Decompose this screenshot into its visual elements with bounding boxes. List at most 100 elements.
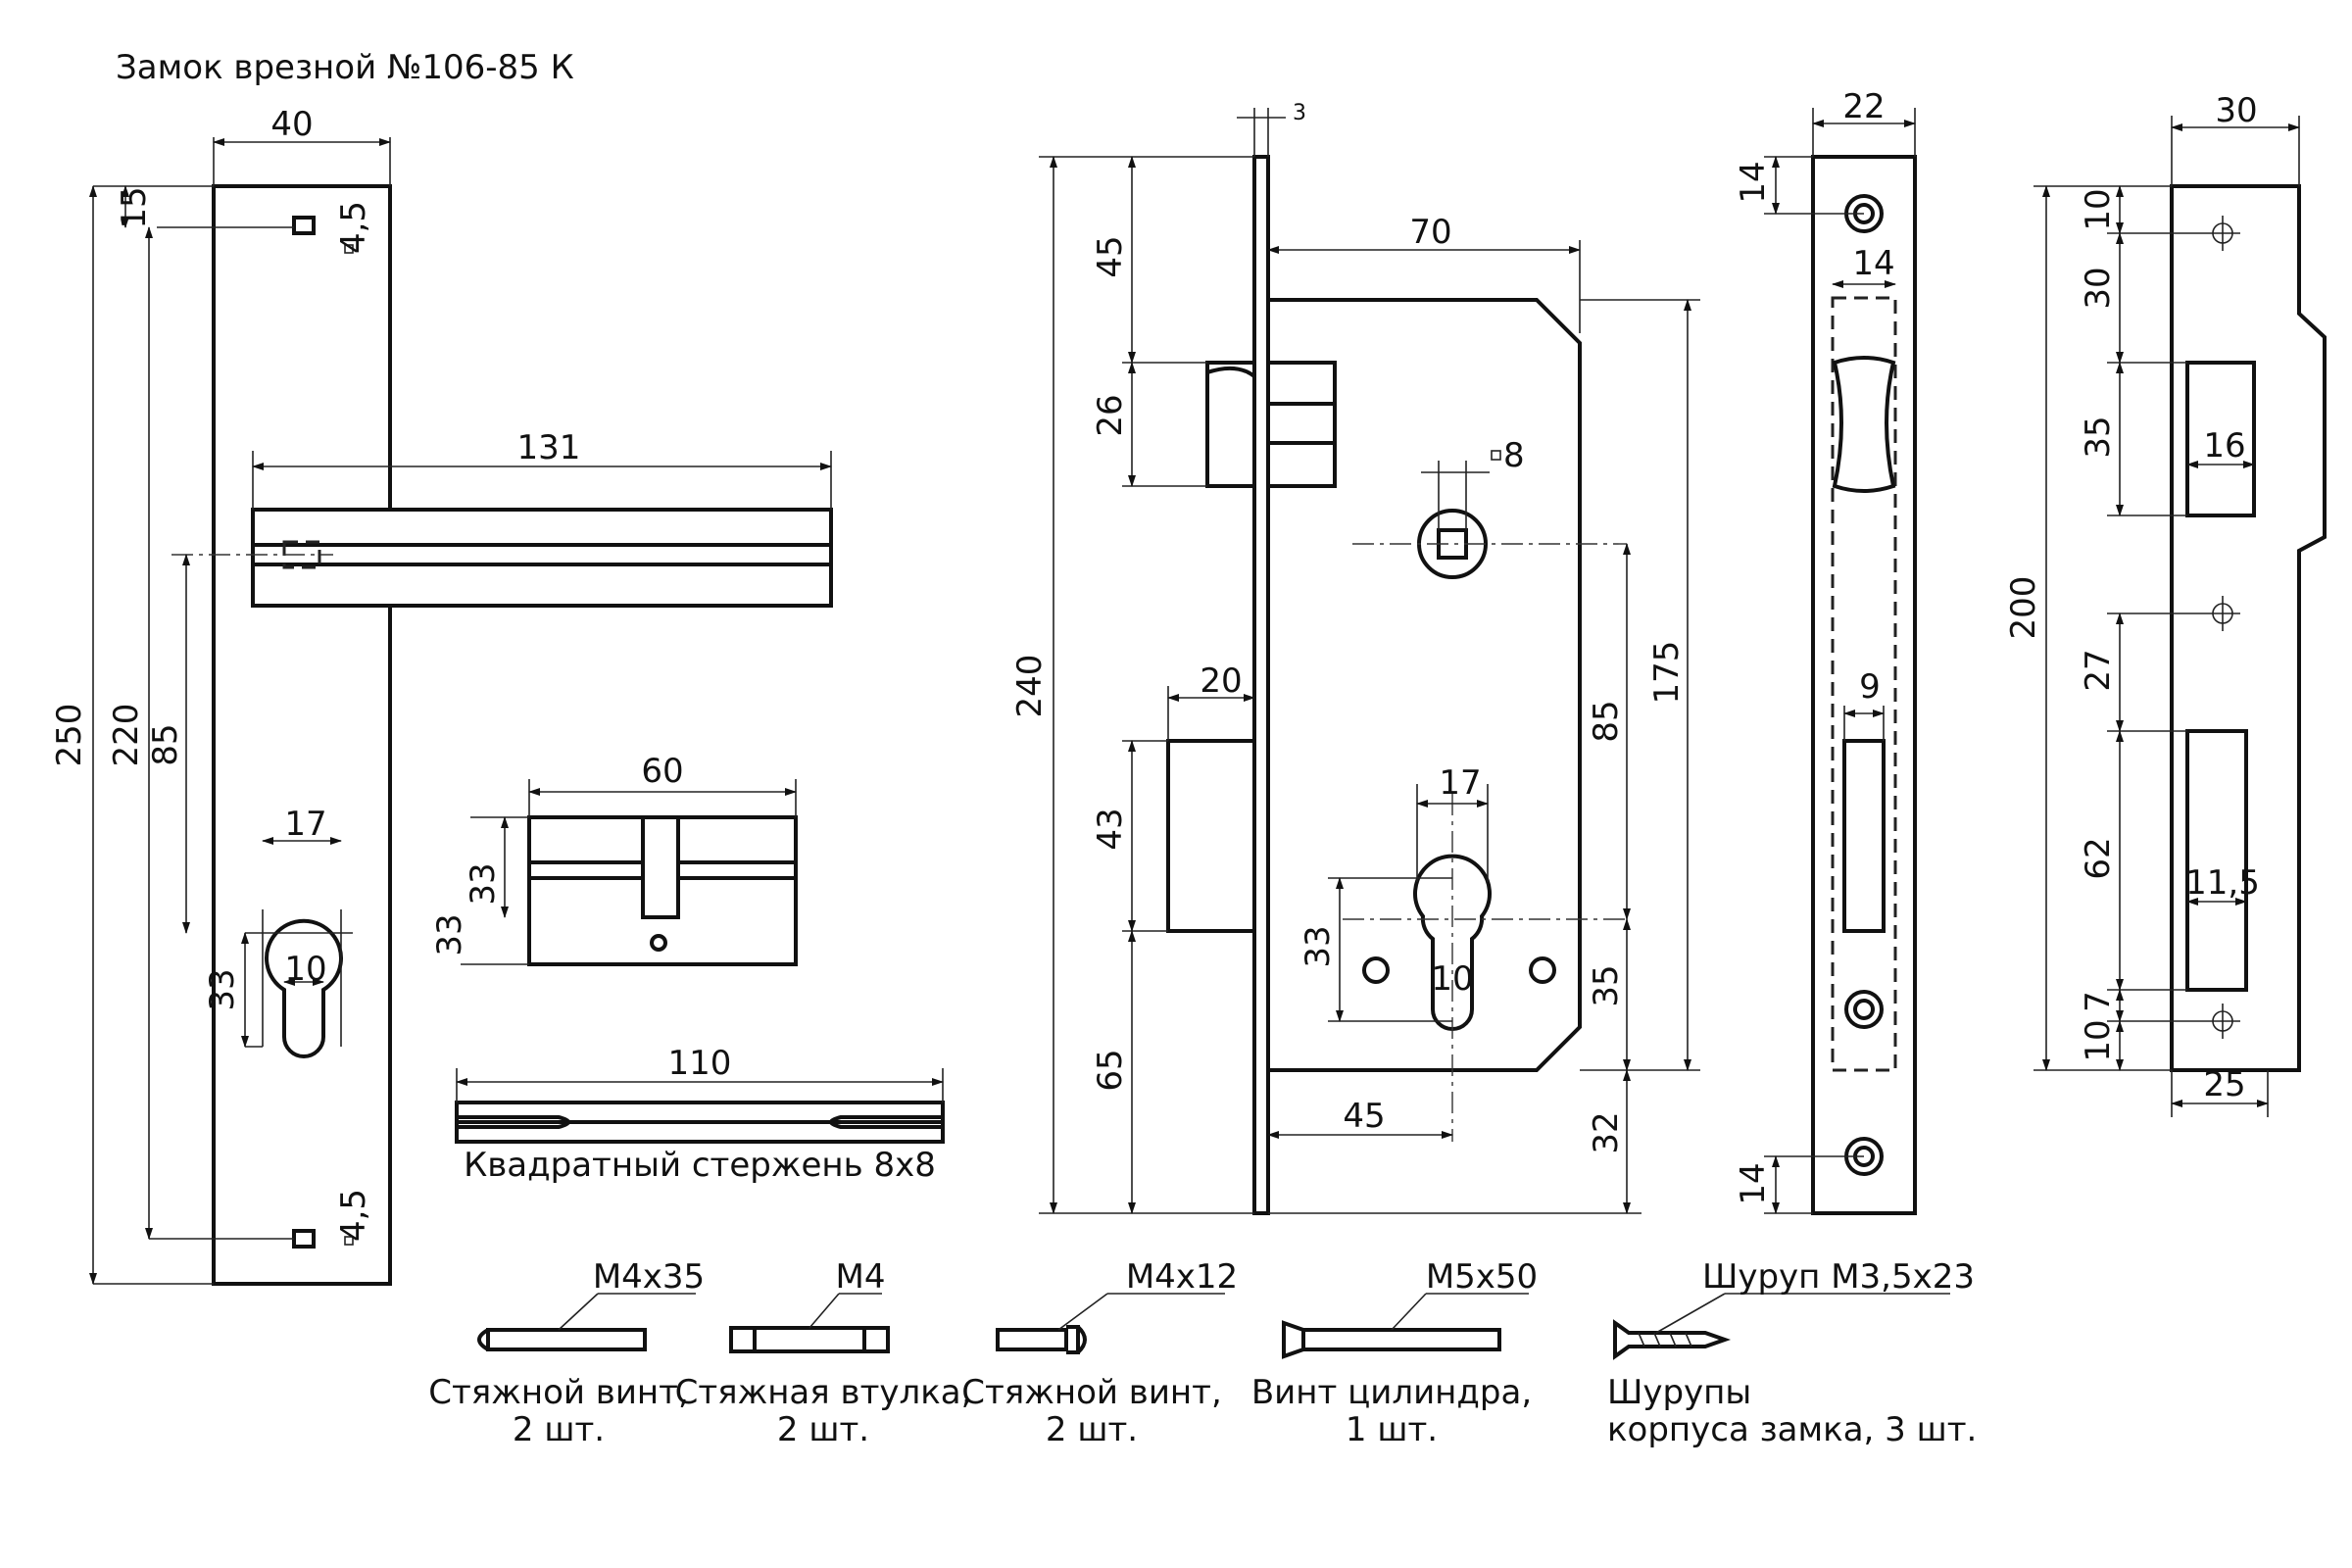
- faceplate-latch-opening: [1832, 356, 1896, 493]
- dim-strike-bottom-width: 25: [2203, 1065, 2245, 1104]
- dim-strike-latch-width: 16: [2203, 426, 2245, 466]
- dim-faceplate-width: 22: [1842, 87, 1885, 126]
- dim-strike-overall-height: 200: [2004, 576, 2043, 640]
- hardware-spec-m4x35: M4x35: [593, 1257, 705, 1297]
- hardware-row: M4x35 Стяжной винт, 2 шт. M4 Стяжная вту…: [428, 1257, 1977, 1449]
- hardware-caption-m4x12-2: 2 шт.: [1046, 1410, 1138, 1449]
- dim-strike-width: 30: [2215, 91, 2257, 130]
- dim-strike-bolt-width: 11,5: [2185, 863, 2260, 903]
- handle-view: 40 15 250 220 85 131 17 33 10 4,5 4,5: [50, 105, 833, 1286]
- strike-bolt-opening: [2185, 729, 2248, 992]
- dim-body-to-plate-bottom: 32: [1587, 1111, 1626, 1153]
- latch-bolt: [1205, 361, 1256, 488]
- hardware-spec-wood-screw: Шуруп М3,5х23: [1702, 1257, 1975, 1297]
- hardware-caption-m4-2: 2 шт.: [777, 1410, 869, 1449]
- dim-strike-top-offset: 10: [2079, 188, 2118, 230]
- dim-body-height: 175: [1647, 641, 1687, 705]
- escutcheon-plate: [212, 184, 392, 1286]
- spindle-caption: Квадратный стержень 8х8: [464, 1146, 936, 1185]
- faceplate-hidden-case: [1831, 296, 1897, 1072]
- faceplate-lower-screw: [1853, 999, 1875, 1020]
- dim-strike-upper-gap: 30: [2079, 267, 2118, 309]
- cylinder-cam: [641, 815, 680, 919]
- dim-faceplate-thickness: 3: [1293, 101, 1306, 125]
- bottom-screw-marker: [344, 1236, 354, 1246]
- dim-cyl-to-bottom: 35: [1587, 964, 1626, 1006]
- lock-cylinder-cutout: [1413, 854, 1492, 1031]
- dim-center-distance: 85: [1587, 700, 1626, 742]
- dim-cyl-slot: 10: [284, 950, 326, 989]
- hardware-item-m4: M4 Стяжная втулка, 2 шт.: [675, 1257, 972, 1449]
- hardware-item-m5x50: M5x50 Винт цилиндра, 1 шт.: [1251, 1257, 1538, 1449]
- cylinder-view: 60 33 33: [430, 752, 798, 966]
- hardware-caption-m4x35-1: Стяжной винт,: [428, 1373, 689, 1412]
- hardware-caption-wood-screw-2: корпуса замка, 3 шт.: [1607, 1410, 1977, 1449]
- dim-faceplate-inner-width: 14: [1852, 244, 1894, 283]
- dim-bolt-projection: 20: [1200, 662, 1242, 701]
- dim-strike-lower-a: 10: [2079, 1019, 2118, 1061]
- dim-strike-bolt-height: 62: [2079, 837, 2118, 879]
- dim-cylinder-height-a: 33: [464, 862, 503, 905]
- latch-guide: [1266, 361, 1337, 488]
- bottom-screw-hole: [292, 1229, 316, 1249]
- dead-bolt: [1166, 739, 1256, 933]
- strike-latch-opening: [2185, 361, 2256, 517]
- drawing-title: Замок врезной №106-85 К: [116, 48, 574, 87]
- dim-lever-length: 131: [517, 428, 581, 467]
- strike-screw-middle: [2205, 596, 2240, 631]
- hardware-spec-m4: M4: [836, 1257, 886, 1297]
- faceplate-front: [1811, 155, 1917, 1215]
- dim-strike-mid-gap: 27: [2079, 649, 2118, 691]
- dim-hole-square-bottom: 4,5: [334, 1189, 373, 1242]
- dim-spindle-length: 110: [668, 1044, 732, 1083]
- strike-screw-top: [2205, 216, 2240, 251]
- dim-cyl-offset-width: 17: [1439, 763, 1481, 803]
- hardware-caption-m4x35-2: 2 шт.: [513, 1410, 605, 1449]
- strike-plate-view: 30 10 30 35 27 62 7 10 200 16 11,5: [2004, 91, 2327, 1117]
- lock-screw-hole-left: [1362, 956, 1390, 984]
- square-symbol: [1491, 450, 1501, 461]
- dim-cylinder-height-b: 33: [430, 913, 469, 956]
- lock-faceplate: [1252, 155, 1270, 1215]
- spindle-view: 110 Квадратный стержень 8х8: [455, 1044, 945, 1185]
- dim-lock-screw-spacing: 33: [1298, 925, 1338, 967]
- dim-latch-offset: 45: [1091, 235, 1130, 277]
- top-screw-marker: [344, 244, 354, 254]
- dim-bolt-height: 43: [1091, 808, 1130, 850]
- dim-faceplate-bolt-width: 9: [1859, 667, 1881, 707]
- hardware-caption-m4-1: Стяжная втулка,: [675, 1373, 972, 1412]
- dim-latch-height: 26: [1091, 394, 1130, 436]
- strike-plate: [2170, 184, 2327, 1072]
- dim-hole-square-top: 4,5: [334, 201, 373, 254]
- dim-faceplate-bottom-offset: 14: [1734, 1162, 1773, 1204]
- lock-screw-hole-right: [1529, 956, 1556, 984]
- hardware-spec-m5x50: M5x50: [1426, 1257, 1538, 1297]
- hardware-item-wood-screw: Шуруп М3,5х23 Шурупы корпуса замка, 3 шт…: [1607, 1257, 1977, 1449]
- dim-overall-height: 250: [50, 704, 89, 767]
- faceplate-bolt-opening: [1842, 739, 1886, 933]
- dim-lock-backset: 45: [1343, 1097, 1385, 1136]
- lock-body-view: 3 70 45 26 240 20 43 65 8: [1010, 101, 1700, 1215]
- hardware-caption-m4x12-1: Стяжной винт,: [961, 1373, 1222, 1412]
- dim-strike-latch-height: 35: [2079, 416, 2118, 458]
- dim-spindle-square: 8: [1503, 436, 1525, 475]
- top-screw-hole: [292, 216, 316, 235]
- dim-plate-width: 40: [270, 105, 313, 144]
- lock-case: [1268, 298, 1582, 1072]
- dim-backset: 85: [146, 723, 185, 765]
- dim-bottom-offset: 65: [1091, 1049, 1130, 1091]
- cylinder-keyhole: [265, 918, 343, 1058]
- dim-cylinder-length: 60: [641, 752, 683, 791]
- dim-faceplate-height: 240: [1010, 655, 1050, 718]
- cylinder-screw-hole: [650, 934, 667, 952]
- faceplate-view: 22 14 14 9 14: [1734, 87, 1917, 1215]
- dim-top-offset: 15: [115, 186, 154, 228]
- hardware-spec-m4x12: M4x12: [1126, 1257, 1238, 1297]
- dim-cyl-width: 17: [284, 805, 326, 844]
- hardware-caption-m5x50-2: 1 шт.: [1346, 1410, 1438, 1449]
- dim-faceplate-top-offset: 14: [1734, 161, 1773, 203]
- strike-screw-bottom: [2205, 1004, 2240, 1039]
- hardware-item-m4x35: M4x35 Стяжной винт, 2 шт.: [428, 1257, 705, 1449]
- dim-cyl-height: 33: [203, 968, 242, 1010]
